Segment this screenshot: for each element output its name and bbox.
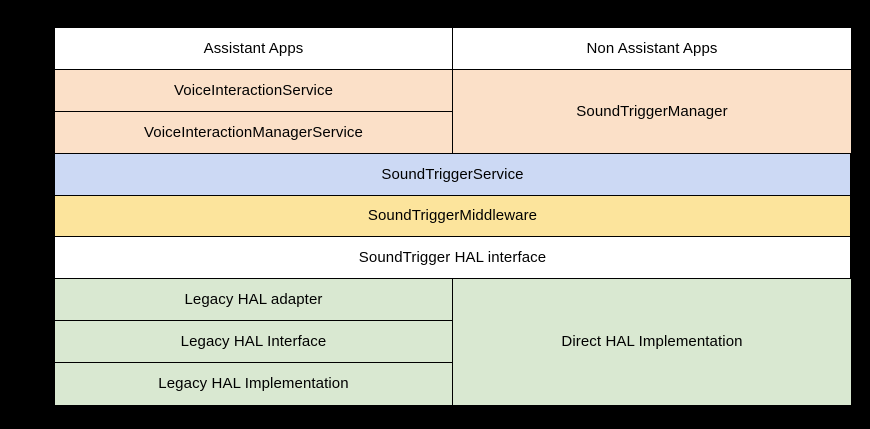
box-legacy-hal-implementation: Legacy HAL Implementation bbox=[54, 362, 453, 406]
column-header-non-assistant-apps: Non Assistant Apps bbox=[452, 27, 852, 70]
box-legacy-hal-adapter: Legacy HAL adapter bbox=[54, 278, 453, 321]
box-direct-hal-implementation: Direct HAL Implementation bbox=[452, 278, 852, 406]
soundtrigger-architecture-diagram: Assistant Apps Non Assistant Apps VoiceI… bbox=[53, 26, 852, 406]
box-voice-interaction-service: VoiceInteractionService bbox=[54, 69, 453, 112]
box-sound-trigger-middleware: SoundTriggerMiddleware bbox=[54, 195, 851, 237]
box-sound-trigger-service: SoundTriggerService bbox=[54, 153, 851, 196]
box-legacy-hal-interface: Legacy HAL Interface bbox=[54, 320, 453, 363]
box-sound-trigger-manager: SoundTriggerManager bbox=[452, 69, 852, 154]
box-voice-interaction-manager-service: VoiceInteractionManagerService bbox=[54, 111, 453, 154]
box-sound-trigger-hal-interface: SoundTrigger HAL interface bbox=[54, 236, 851, 279]
diagram-grid: Assistant Apps Non Assistant Apps VoiceI… bbox=[54, 27, 852, 406]
column-header-assistant-apps: Assistant Apps bbox=[54, 27, 453, 70]
